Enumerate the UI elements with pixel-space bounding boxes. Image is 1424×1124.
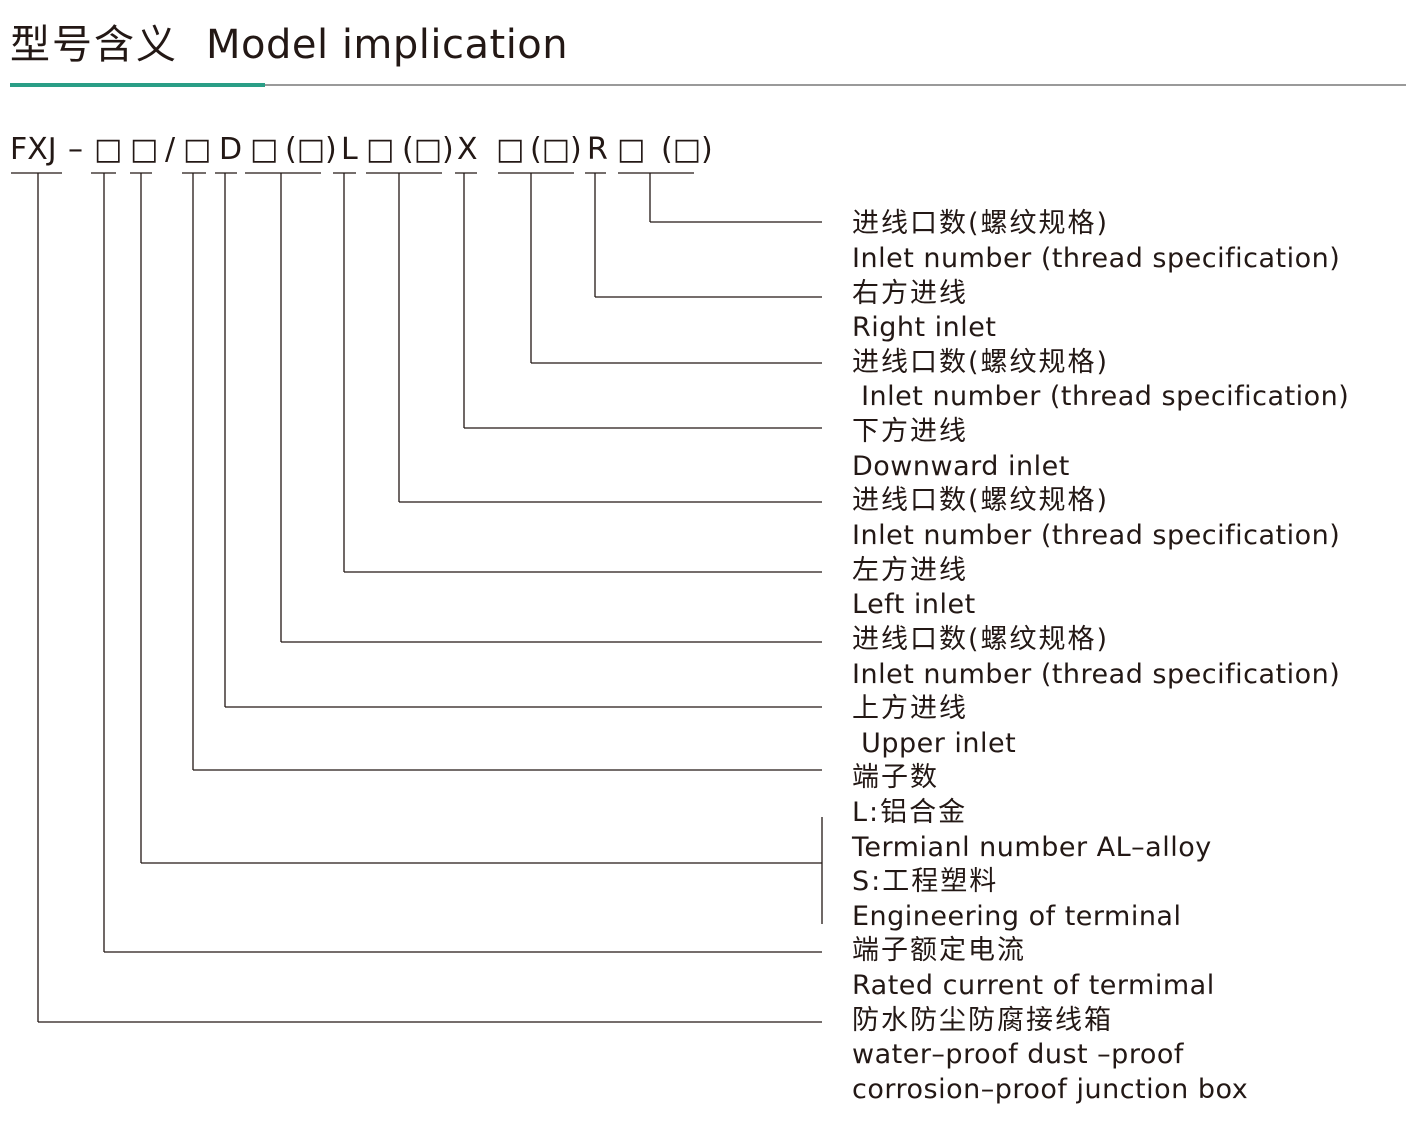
- label-8-zh: 上方进线: [852, 693, 968, 724]
- model-dash: –: [68, 132, 83, 167]
- model-paren-4: (□): [661, 132, 713, 167]
- label-13-en2: corrosion–proof junction box: [852, 1074, 1249, 1105]
- label-11-zh: S:工程塑料: [852, 866, 999, 897]
- label-6-en: Left inlet: [852, 589, 976, 620]
- model-box-7: □: [617, 132, 646, 167]
- label-9-zh: 端子数: [852, 762, 939, 793]
- title-divider-rule: [265, 84, 1406, 86]
- model-slash: /: [165, 132, 176, 167]
- label-10-en: Termianl number AL–alloy: [852, 832, 1212, 863]
- page-title: 型号含义 Model implication: [10, 20, 568, 70]
- label-7-zh: 进线口数(螺纹规格): [852, 624, 1110, 655]
- model-box-5: □: [366, 132, 395, 167]
- model-letter-l: L: [341, 132, 358, 167]
- model-letter-x: X: [457, 132, 478, 167]
- label-11-en: Engineering of terminal: [852, 901, 1182, 932]
- label-3-zh: 进线口数(螺纹规格): [852, 347, 1110, 378]
- title-accent-rule: [10, 83, 265, 87]
- label-10-zh: L:铝合金: [852, 797, 968, 828]
- label-12-en: Rated current of termimal: [852, 970, 1215, 1001]
- model-prefix: FXJ: [10, 132, 57, 167]
- label-13-zh: 防水防尘防腐接线箱: [852, 1005, 1113, 1036]
- label-5-en: Inlet number (thread specification): [852, 520, 1341, 551]
- label-2-zh: 右方进线: [852, 278, 968, 309]
- title-en: Model implication: [206, 22, 569, 68]
- label-7-en: Inlet number (thread specification): [852, 659, 1341, 690]
- label-13-en: water–proof dust –proof: [852, 1039, 1184, 1070]
- label-2-en: Right inlet: [852, 312, 997, 343]
- model-paren-1: (□): [285, 132, 337, 167]
- label-1-zh: 进线口数(螺纹规格): [852, 208, 1110, 239]
- model-paren-3: (□): [530, 132, 582, 167]
- label-6-zh: 左方进线: [852, 555, 968, 586]
- label-8-en: Upper inlet: [852, 728, 1017, 759]
- model-box-2: □: [130, 132, 159, 167]
- model-paren-2: (□): [402, 132, 454, 167]
- model-box-3: □: [183, 132, 212, 167]
- label-1-en: Inlet number (thread specification): [852, 243, 1341, 274]
- model-letter-d: D: [219, 132, 243, 167]
- label-4-zh: 下方进线: [852, 416, 968, 447]
- label-3-en: Inlet number (thread specification): [852, 381, 1350, 412]
- model-box-1: □: [94, 132, 123, 167]
- label-4-en: Downward inlet: [852, 451, 1070, 482]
- label-12-zh: 端子额定电流: [852, 935, 1026, 966]
- model-box-4: □: [250, 132, 279, 167]
- model-box-6: □: [496, 132, 525, 167]
- model-letter-r: R: [587, 132, 608, 167]
- title-zh: 型号含义: [10, 22, 178, 68]
- label-5-zh: 进线口数(螺纹规格): [852, 485, 1110, 516]
